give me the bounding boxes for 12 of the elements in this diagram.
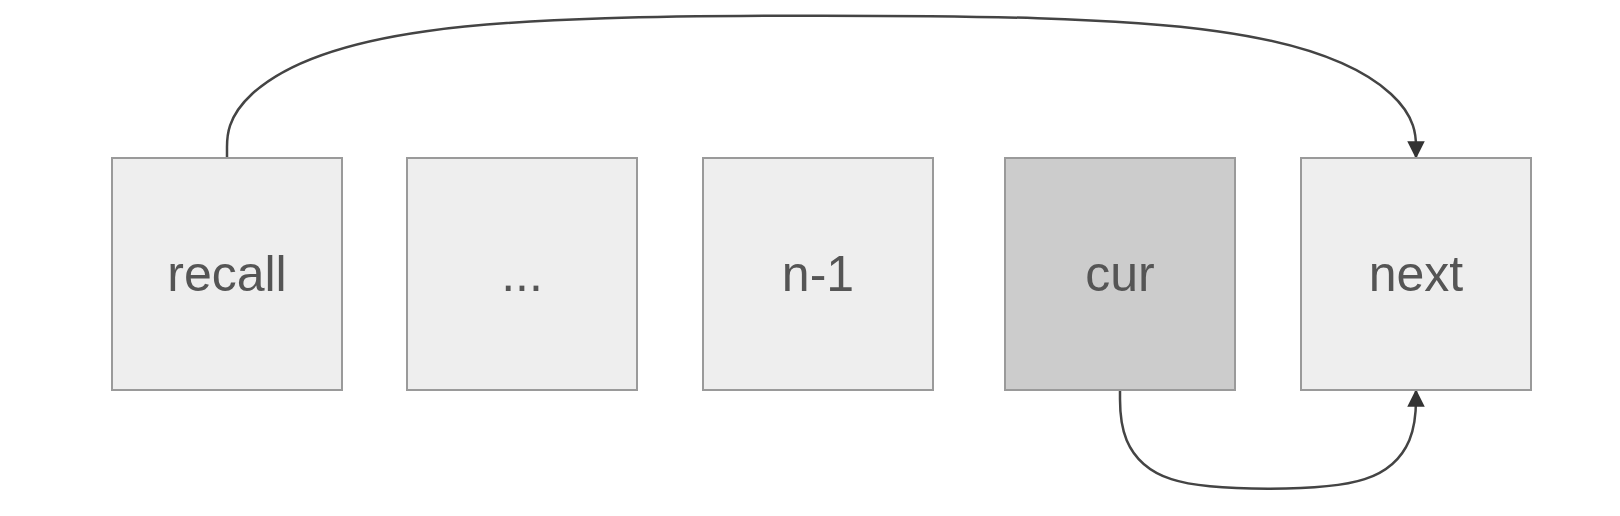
box-label: n-1 — [781, 245, 855, 303]
box-label: next — [1368, 245, 1464, 303]
list-box — [111, 157, 343, 391]
box-label: cur — [1085, 245, 1155, 303]
box-label: recall — [167, 245, 287, 303]
list-box — [702, 157, 934, 391]
list-box — [1300, 157, 1532, 391]
list-box — [1004, 157, 1236, 391]
box-label: ... — [501, 245, 543, 303]
list-box — [406, 157, 638, 391]
arrow — [1118, 389, 1425, 490]
arrow — [225, 14, 1425, 159]
